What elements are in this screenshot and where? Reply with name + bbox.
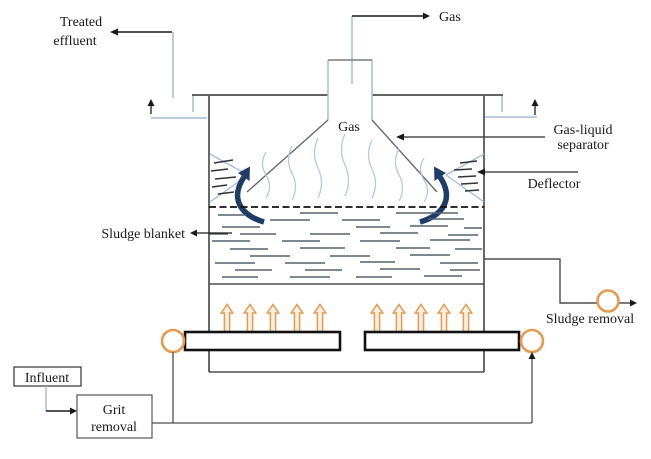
deflector-dash <box>459 160 478 164</box>
curved-arrowhead-icon <box>434 166 446 181</box>
sludge-removal-line: Sludge removal <box>484 258 637 327</box>
flow-up-arrow-icon <box>312 303 328 333</box>
circulation-arrow-right <box>419 166 450 225</box>
flow-up-arrow-icon <box>265 303 281 333</box>
up-arrowhead-icon <box>147 99 155 106</box>
svg-text:Grit: Grit <box>103 403 126 418</box>
gas-bubble-squiggle <box>419 157 429 203</box>
reactor-vessel <box>192 94 503 373</box>
deflector-dash <box>214 176 237 180</box>
influent-box: Influent <box>13 366 82 387</box>
right-arrowhead-icon <box>70 407 77 415</box>
svg-text:Sludge blanket: Sludge blanket <box>101 227 185 242</box>
separator-cone-right <box>371 119 438 193</box>
gas-collector-label: Gas <box>338 120 360 135</box>
svg-text:separator: separator <box>557 138 609 153</box>
sludge-blanket <box>209 212 482 278</box>
flow-up-arrow-icon <box>436 303 452 333</box>
right-arrowhead-icon <box>423 12 430 20</box>
separator-cone-left <box>246 119 329 193</box>
deflector-dash <box>464 189 480 192</box>
deflector-left <box>209 153 249 203</box>
distributor-left <box>160 328 342 354</box>
right-arrowhead-icon <box>630 299 637 307</box>
effluent-outlet-left <box>110 28 207 119</box>
svg-text:Deflector: Deflector <box>528 177 581 192</box>
deflector-right <box>445 153 485 203</box>
left-arrowhead-icon <box>396 133 404 141</box>
up-arrowhead-icon <box>531 99 539 106</box>
flow-up-arrow-icon <box>458 303 474 333</box>
deflector-dash <box>460 182 479 185</box>
deflector-dash <box>453 168 473 171</box>
up-arrowhead-icon <box>528 352 536 359</box>
sludge-removal-label: Sludge removal <box>546 312 634 327</box>
gas-liquid-separator-label: Gas-liquid separator <box>396 123 613 153</box>
gas-bubble-squiggle <box>313 137 323 199</box>
deflector-dashes <box>210 159 237 195</box>
flow-up-arrow-icon <box>242 303 258 333</box>
gas-liquid-separator: Gas <box>246 59 438 193</box>
influent-label: Influent <box>25 371 69 386</box>
gas-bubbles <box>261 133 429 203</box>
svg-text:Treated: Treated <box>60 15 102 30</box>
grit-removal-box: Grit removal <box>76 394 153 439</box>
gas-bubble-squiggle <box>394 148 404 202</box>
flow-up-arrow-icon <box>219 303 235 333</box>
valve-circle-icon <box>596 289 620 313</box>
influent-feed-line <box>152 352 536 424</box>
inlet-circle-icon <box>519 328 545 354</box>
inlet-circle-icon <box>160 328 186 354</box>
distributor-bar <box>183 330 342 352</box>
flow-up-arrow-icon <box>413 303 429 333</box>
deflector-dash <box>217 191 235 195</box>
gas-outlet: Gas <box>351 10 461 84</box>
gas-outlet-label: Gas <box>439 10 461 25</box>
deflector-dash <box>211 184 228 188</box>
deflector-label: Deflector <box>477 168 581 192</box>
deflector-dash <box>457 175 477 178</box>
effluent-outlet-right <box>484 95 539 118</box>
influent-to-grit-line <box>45 386 77 415</box>
sludge-blanket-label: Sludge blanket <box>101 227 232 242</box>
svg-text:Gas-liquid: Gas-liquid <box>553 123 612 138</box>
distribution-arrows <box>219 303 474 333</box>
svg-text:effluent: effluent <box>53 34 96 49</box>
distributor-bar <box>363 330 521 352</box>
gas-bubble-squiggle <box>261 151 271 199</box>
gas-bubble-squiggle <box>340 133 350 197</box>
gas-bubble-squiggle <box>367 139 377 199</box>
distributor-right <box>363 328 545 354</box>
svg-text:removal: removal <box>91 420 137 435</box>
flow-up-arrow-icon <box>391 303 407 333</box>
deflector-dashes <box>453 160 480 192</box>
deflector-dash <box>213 159 234 164</box>
curved-arrowhead-icon <box>238 166 250 181</box>
flow-up-arrow-icon <box>289 303 305 333</box>
gas-bubble-squiggle <box>287 145 297 201</box>
left-arrowhead-icon <box>190 229 197 237</box>
circulation-arrow-left <box>234 166 265 225</box>
treated-effluent-label: Treated effluent <box>53 15 102 49</box>
flow-up-arrow-icon <box>369 303 385 333</box>
deflector-dash <box>210 168 229 172</box>
left-arrowhead-icon <box>110 28 118 36</box>
left-arrowhead-icon <box>477 168 485 176</box>
